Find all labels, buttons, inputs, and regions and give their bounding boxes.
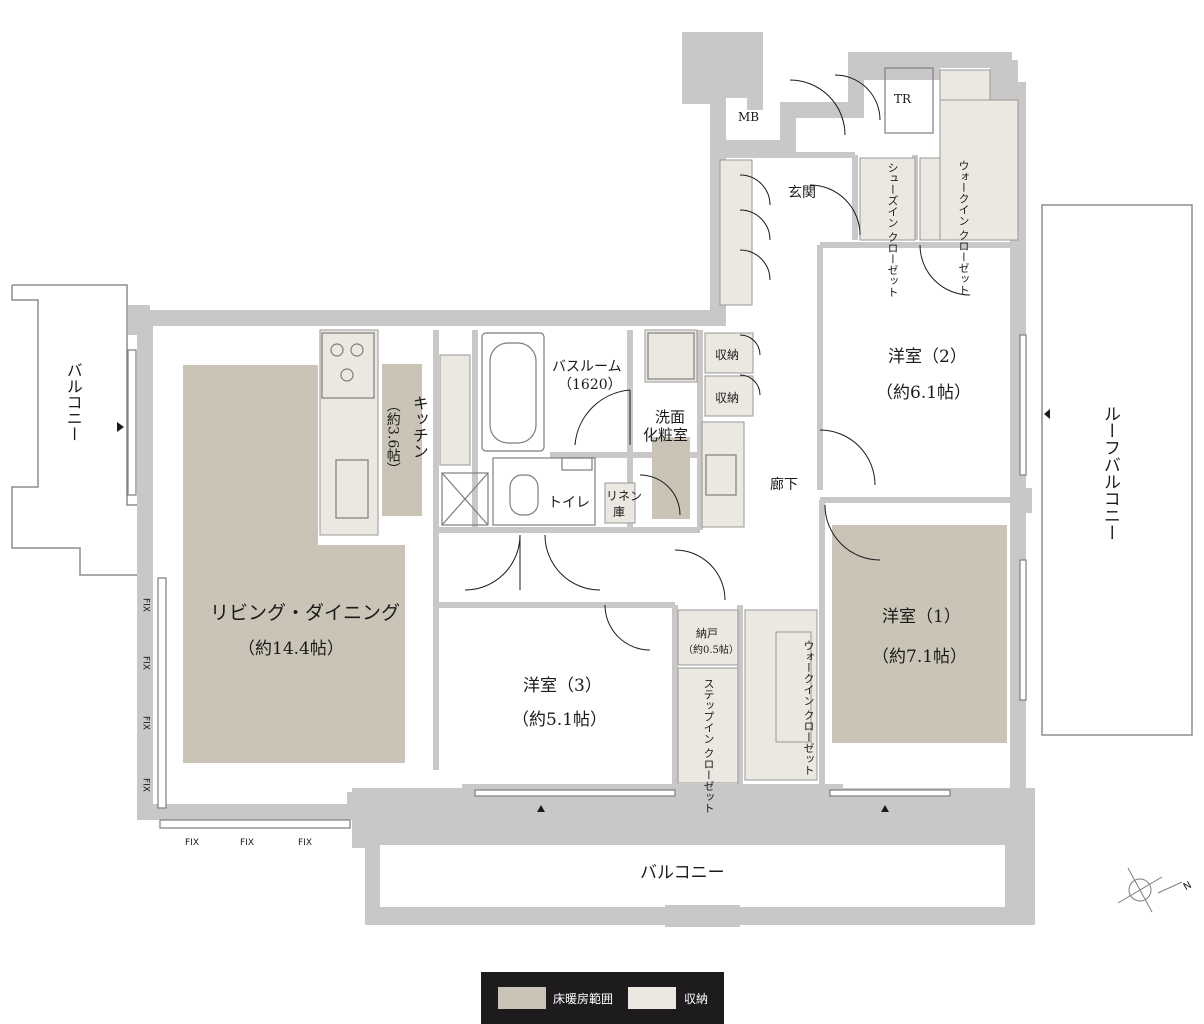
walk-in-closet-2-label: ウォークイン クローゼット [957, 160, 970, 296]
living-dining-name: リビング・ダイニング [210, 602, 401, 624]
fix-label: FIX [240, 838, 254, 848]
linen-label-2: 庫 [613, 505, 626, 519]
walk-in-closet-1-label: ウォークイン クローゼット [802, 640, 815, 776]
fixtures [321, 67, 934, 526]
compass-rose [1117, 867, 1183, 913]
outer-walls-fill [128, 40, 1032, 927]
legend-storage-swatch [628, 987, 676, 1009]
roof-balcony [1041, 204, 1193, 736]
kitchen-name: キッチン [409, 395, 429, 459]
entrance-label: 玄関 [788, 185, 816, 201]
windows [127, 334, 1027, 829]
legend: 床暖房範囲 収納 [481, 972, 724, 1024]
bedroom2-name: 洋室（2） [888, 347, 967, 367]
bedroom1-name: 洋室（1） [882, 607, 961, 627]
south-balcony-label: バルコニー [640, 863, 725, 883]
bedroom2-area: （約6.1帖） [876, 383, 972, 403]
entry-arrows [117, 409, 1050, 812]
roof-balcony-label: ルーフバルコニー [1099, 405, 1120, 541]
fix-label: FIX [140, 716, 151, 730]
legend-storage-label: 収納 [684, 992, 709, 1006]
bedroom1-area: （約7.1帖） [872, 647, 968, 667]
tr-label: TR [894, 92, 912, 106]
living-dining-area: （約14.4帖） [238, 639, 344, 659]
fix-label: FIX [298, 838, 312, 848]
washroom-name-1: 洗面 [655, 408, 686, 426]
step-in-closet-label: ステップイン クローゼット [702, 678, 715, 814]
fix-label: FIX [185, 838, 199, 848]
bedroom3-area: （約5.1帖） [512, 710, 608, 730]
linen-label-1: リネン [606, 489, 643, 503]
bathroom-size: （1620） [558, 377, 622, 393]
kitchen-area: （約3.6帖） [384, 398, 401, 477]
storage-b-label: 収納 [715, 391, 740, 405]
shoes-in-closet-label: シューズイン クローゼット [886, 162, 899, 298]
bathroom-name: バスルーム [552, 359, 622, 375]
west-balcony-label: バルコニー [63, 362, 83, 442]
washroom-name-2: 化粧室 [643, 426, 689, 444]
bedroom3-name: 洋室（3） [523, 676, 602, 696]
legend-heated-swatch [498, 987, 546, 1009]
storage-a-label: 収納 [715, 348, 740, 362]
fix-label: FIX [140, 656, 151, 670]
storage-areas [319, 69, 1019, 784]
corridor-label: 廊下 [770, 477, 798, 493]
door-swings [464, 74, 971, 651]
toilet-label: トイレ [548, 495, 590, 511]
nando-area: （約0.5帖） [683, 645, 739, 656]
fix-label: FIX [140, 778, 151, 792]
west-balcony [11, 284, 139, 576]
legend-heated-label: 床暖房範囲 [553, 992, 614, 1006]
fix-label: FIX [140, 598, 151, 612]
mb-label: MB [738, 110, 760, 124]
nando-name: 納戸 [696, 627, 718, 640]
heated-areas [183, 364, 1007, 763]
south-balcony [352, 788, 1035, 925]
